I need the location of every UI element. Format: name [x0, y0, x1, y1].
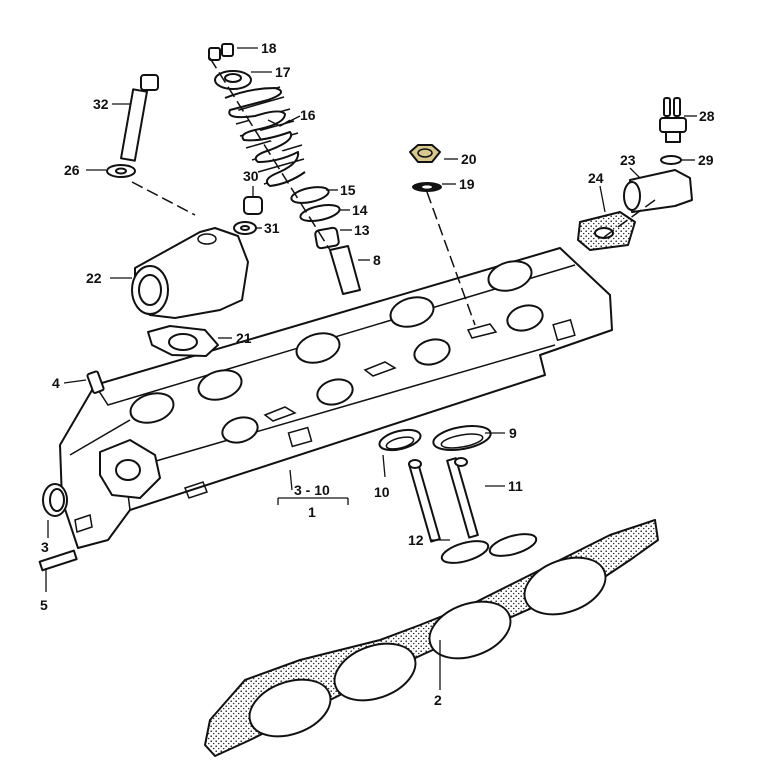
head-gasket — [204, 519, 659, 757]
assembly-dashed-lines — [131, 57, 656, 326]
callout-12: 12 — [408, 532, 424, 548]
connector-23 — [623, 169, 693, 213]
washer-26 — [106, 164, 136, 178]
callout-21: 21 — [236, 330, 252, 346]
callout-labels: 18 17 16 32 26 30 15 14 31 13 8 22 21 20… — [40, 40, 715, 708]
callout-13: 13 — [354, 222, 370, 238]
spring-seat-15 — [290, 186, 330, 204]
callout-17: 17 — [275, 64, 291, 80]
callout-22: 22 — [86, 270, 102, 286]
valve-seat-ring-9 — [432, 425, 492, 451]
callout-2: 2 — [434, 692, 442, 708]
spring-seat-14 — [299, 203, 341, 223]
valve-seat-ring-10 — [378, 428, 422, 452]
callout-10: 10 — [374, 484, 390, 500]
valve-keepers-18 — [208, 43, 234, 61]
washer-31 — [233, 221, 257, 235]
callout-23: 23 — [620, 152, 636, 168]
callout-9: 9 — [509, 425, 517, 441]
dowel-pin-4 — [86, 370, 105, 394]
callout-31: 31 — [264, 220, 280, 236]
callout-11: 11 — [508, 478, 523, 494]
water-outlet-22 — [131, 227, 249, 319]
callout-4: 4 — [52, 375, 60, 391]
callout-24: 24 — [588, 170, 604, 186]
seal-3 — [42, 483, 68, 517]
valve-11 — [446, 457, 538, 557]
callout-16: 16 — [300, 107, 316, 123]
callout-32: 32 — [93, 96, 109, 112]
callout-19: 19 — [459, 176, 475, 192]
callout-8: 8 — [373, 252, 381, 268]
callout-26: 26 — [64, 162, 80, 178]
nut-20 — [409, 144, 441, 163]
gasket-24 — [577, 211, 636, 251]
callout-18: 18 — [261, 40, 277, 56]
callout-3: 3 — [41, 539, 49, 555]
callout-5: 5 — [40, 597, 48, 613]
callout-30: 30 — [243, 168, 259, 184]
temperature-sender-28 — [659, 97, 687, 143]
leader-lines — [45, 47, 697, 690]
callout-3-10: 3 - 10 — [294, 482, 330, 498]
stud-5 — [38, 549, 78, 572]
washer-19 — [412, 182, 442, 192]
callout-1: 1 — [308, 504, 316, 520]
valve-guide-8 — [329, 245, 361, 295]
bolt-32 — [120, 74, 159, 162]
callout-14: 14 — [352, 202, 368, 218]
callout-28: 28 — [699, 108, 715, 124]
callout-29: 29 — [698, 152, 714, 168]
callout-15: 15 — [340, 182, 356, 198]
callout-20: 20 — [461, 151, 477, 167]
plug-30 — [243, 196, 263, 215]
valve-springs-16 — [224, 86, 306, 187]
outlet-gasket-21 — [147, 325, 219, 357]
spring-retainer-17 — [214, 70, 252, 90]
washer-29 — [660, 155, 682, 165]
valve-12 — [408, 459, 490, 564]
